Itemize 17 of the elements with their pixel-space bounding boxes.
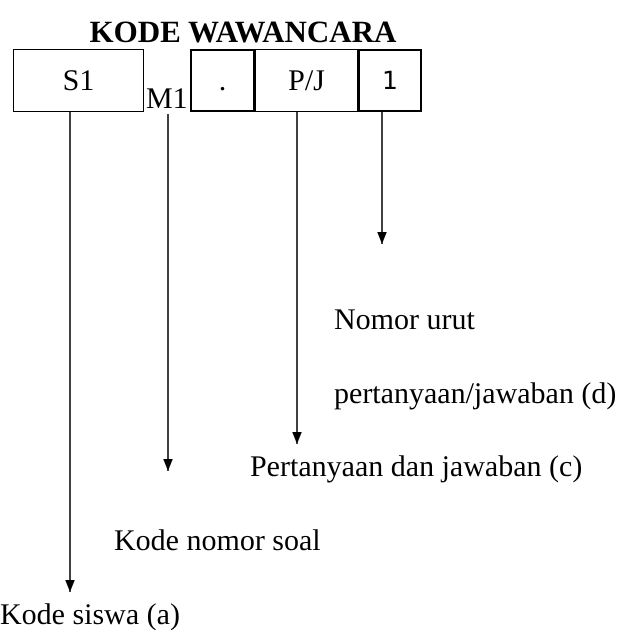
- explanation-text: Kode nomor soal: [114, 526, 374, 556]
- code-text: .: [218, 64, 226, 98]
- code-box: [358, 49, 422, 112]
- code-box: [13, 49, 144, 112]
- code-text: S1: [62, 64, 94, 98]
- code-box: [255, 49, 358, 112]
- arrow: [377, 112, 387, 244]
- arrow: [292, 112, 302, 444]
- arrow: [163, 114, 173, 471]
- code-text: 1: [382, 66, 398, 95]
- code-box: [190, 49, 255, 112]
- code-text: P/J: [288, 64, 325, 98]
- title: KODE WAWANCARA: [88, 14, 398, 50]
- code-text: M1: [146, 84, 192, 114]
- explanation-text: Nomor urut pertanyaan/jawaban (d): [334, 283, 640, 431]
- arrow: [65, 112, 75, 592]
- explanation-text: Pertanyaan dan jawaban (c): [250, 452, 630, 482]
